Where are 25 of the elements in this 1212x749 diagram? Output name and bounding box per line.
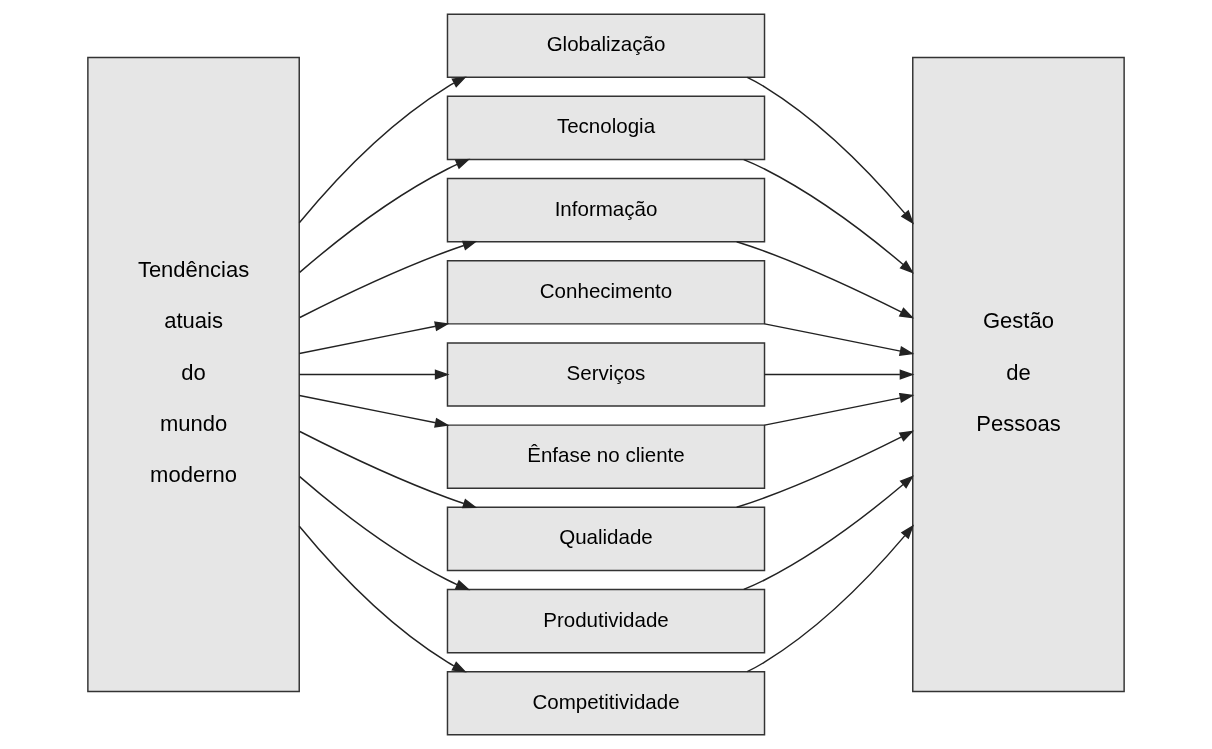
- node-box: Tendências atuais do mundo moderno: [87, 56, 300, 693]
- arrow: [746, 76, 915, 225]
- arrow: [298, 158, 471, 274]
- node-box: Gestão de Pessoas: [912, 56, 1125, 693]
- node-box: Conhecimento: [446, 260, 766, 325]
- arrow: [763, 323, 915, 357]
- arrow: [298, 369, 450, 380]
- arrow: [298, 394, 450, 428]
- node-box: Serviços: [446, 342, 766, 407]
- arrow: [299, 240, 478, 319]
- arrow: [298, 76, 467, 224]
- node-box: Competitividade: [446, 671, 766, 736]
- arrow: [746, 524, 915, 673]
- node-box: Produtividade: [446, 588, 766, 654]
- node-box: Globalização: [446, 13, 766, 78]
- node-box: Ênfase no cliente: [446, 424, 766, 489]
- arrow: [298, 321, 450, 355]
- node-box: Tecnologia: [446, 95, 766, 161]
- arrow: [763, 369, 915, 380]
- arrow: [763, 392, 915, 426]
- arrow: [298, 525, 467, 673]
- node-box: Qualidade: [446, 506, 766, 572]
- arrow: [299, 430, 478, 509]
- node-box: Informação: [446, 177, 766, 243]
- arrow: [298, 475, 471, 591]
